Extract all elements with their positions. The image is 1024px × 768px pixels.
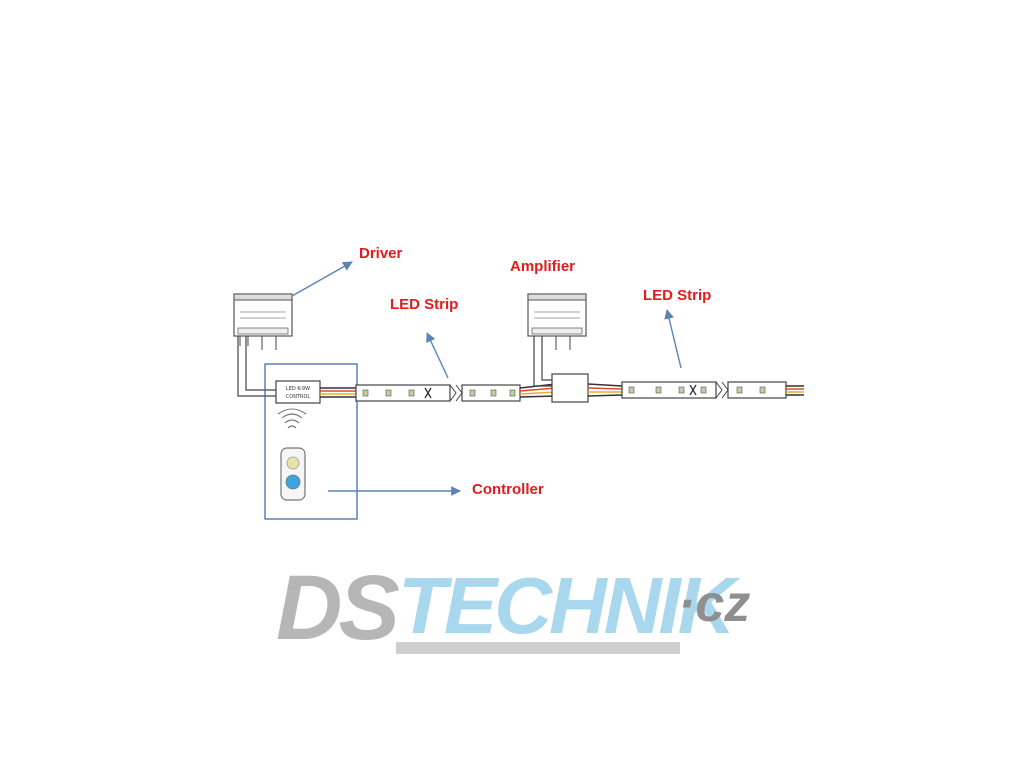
amp-power-wire-2 bbox=[541, 336, 552, 381]
scissors-cut-icon bbox=[424, 387, 432, 399]
logo-ds: DS bbox=[276, 557, 400, 659]
strip2-end-wires bbox=[786, 385, 804, 396]
amplifier-box bbox=[527, 293, 587, 350]
logo-tld: ·cz bbox=[678, 575, 751, 633]
amp-to-strip2-wires bbox=[587, 383, 623, 397]
driver-arrow bbox=[291, 261, 353, 297]
remote-control-icon bbox=[280, 447, 306, 501]
amp-power-wire bbox=[533, 336, 552, 387]
led-strip-1-arrow bbox=[426, 332, 449, 379]
led-strip-2-label: LED Strip bbox=[643, 287, 712, 304]
driver-wire bbox=[237, 336, 276, 397]
controller-module-text-2: CONTROL bbox=[286, 394, 311, 400]
dstechnik-logo: DS TECHNIK ·cz bbox=[276, 561, 756, 660]
amplifier-label: Amplifier bbox=[510, 258, 576, 275]
controller-frame bbox=[264, 363, 358, 520]
controller-module-text-1: LED K-9W bbox=[286, 386, 310, 392]
driver-label: Driver bbox=[359, 245, 403, 262]
led-strip-2 bbox=[621, 381, 787, 399]
controller-label: Controller bbox=[472, 481, 544, 498]
logo-underline bbox=[396, 642, 680, 654]
led-strip-1-label: LED Strip bbox=[390, 296, 459, 313]
logo-technik: TECHNIK bbox=[398, 561, 736, 650]
controller-output-wires bbox=[320, 387, 356, 398]
controller-module: LED K-9W CONTROL bbox=[275, 380, 321, 404]
amplifier-module bbox=[551, 373, 589, 403]
driver-box bbox=[233, 293, 293, 350]
led-strip-2-arrow bbox=[664, 309, 682, 369]
wireless-signal-icon bbox=[277, 408, 307, 429]
scissors-cut-icon bbox=[689, 384, 697, 396]
led-strip-1 bbox=[355, 384, 521, 402]
driver-wire-2 bbox=[245, 336, 276, 391]
